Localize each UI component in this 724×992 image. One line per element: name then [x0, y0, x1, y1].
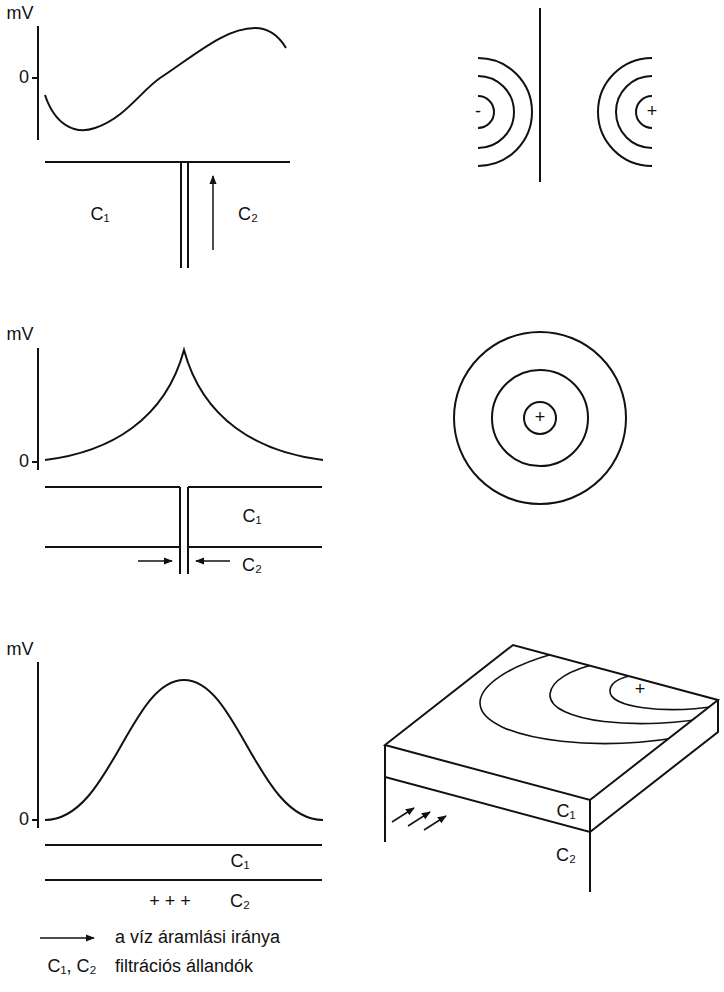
- fault-line: [180, 162, 182, 268]
- label: C₂: [556, 846, 576, 866]
- equipotential-lines: [598, 58, 652, 166]
- zero-tick: [32, 77, 38, 79]
- equipotential-line: [492, 370, 588, 466]
- potential-curve: [45, 28, 286, 130]
- label: +: [535, 408, 546, 428]
- axis: [37, 662, 39, 828]
- label: C₂: [238, 205, 258, 225]
- layer-boundary: [45, 879, 322, 881]
- label: C₁, C₂: [47, 957, 96, 977]
- equipotential-line: [610, 673, 718, 710]
- label: C₁: [242, 507, 261, 527]
- label: -: [475, 102, 481, 122]
- equipotential-line: [480, 640, 718, 743]
- label: C₂: [230, 892, 250, 912]
- label: C₂: [242, 556, 262, 576]
- label: 0: [19, 452, 29, 472]
- potential-curve: [45, 680, 323, 820]
- axis: [37, 26, 39, 140]
- legend-arrow: [40, 937, 94, 939]
- fault-line: [179, 487, 181, 574]
- fault-line: [187, 487, 189, 574]
- potential-curve: [45, 350, 323, 460]
- flow-arrow: [392, 808, 414, 822]
- flow-arrow: [424, 816, 446, 830]
- label: 0: [19, 810, 29, 830]
- flow-arrow: [212, 176, 214, 250]
- flow-arrow: [408, 812, 430, 826]
- label: C₁: [230, 852, 249, 872]
- slab-sides: [385, 700, 718, 832]
- label: C₁: [90, 205, 109, 225]
- label: +: [647, 102, 658, 122]
- equipotential-line: [550, 657, 718, 723]
- label: + + +: [149, 892, 191, 912]
- layer-boundary: [45, 487, 322, 547]
- flow-arrow: [196, 560, 230, 562]
- axis: [37, 348, 39, 470]
- label: C₁: [556, 802, 575, 822]
- legend-text: a víz áramlási iránya: [115, 928, 280, 948]
- equipotential-line: [524, 402, 556, 434]
- label: mV: [7, 325, 34, 345]
- label: +: [635, 680, 646, 700]
- flow-arrow: [138, 560, 172, 562]
- label: 0: [19, 68, 29, 88]
- zero-tick: [32, 461, 38, 463]
- slab-top: [385, 645, 718, 800]
- lower-layer: [385, 777, 590, 892]
- label: mV: [7, 4, 34, 24]
- fault-line: [187, 162, 189, 268]
- zero-line: [539, 8, 541, 182]
- ground-surface: [45, 161, 290, 163]
- legend-text: filtrációs állandók: [115, 957, 253, 977]
- zero-tick: [32, 819, 38, 821]
- equipotential-line: [454, 332, 626, 504]
- label: mV: [7, 640, 34, 660]
- equipotential-lines: [478, 58, 532, 166]
- layer-boundary: [45, 844, 322, 846]
